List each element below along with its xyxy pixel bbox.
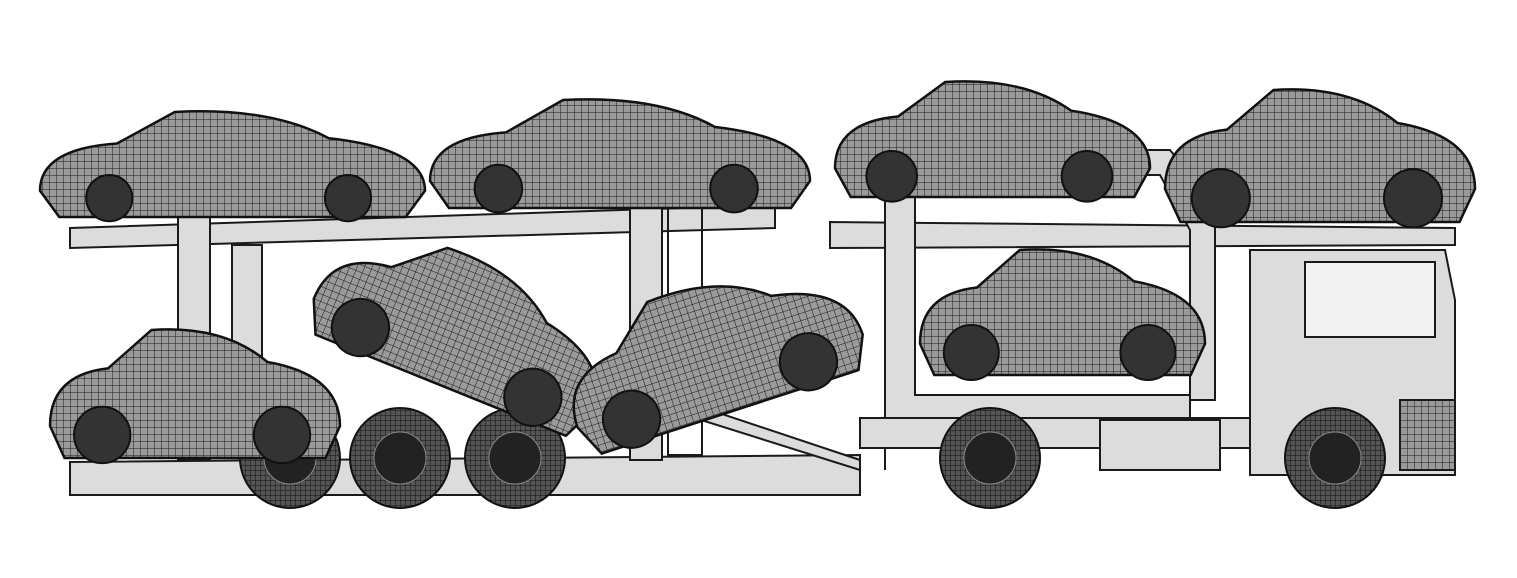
car [572,285,864,455]
car-wheel [323,174,373,223]
cars [38,80,1477,465]
car-wheel [601,389,662,449]
car [918,248,1207,381]
car-wheel [865,150,919,203]
car-wheel [1060,150,1114,203]
car-wheel [330,298,391,358]
wheel-hub [373,431,427,485]
car [428,98,812,214]
car-wheel [1119,324,1177,381]
wheel-hub [1308,431,1362,485]
car-wheel [1190,168,1251,229]
cab-window [1304,261,1436,338]
car-wheel [473,163,524,214]
car-wheel [942,324,1000,381]
car-wheel [709,163,759,214]
cab-grille [1399,399,1456,471]
wheel-hub [963,431,1017,485]
car [38,110,427,223]
car-wheel [252,405,312,465]
car-wheel [85,174,134,223]
fuel-tank [1099,419,1221,471]
car [48,328,342,465]
car-wheel [73,405,132,465]
car-wheel [503,367,563,427]
car-wheel [1382,168,1444,229]
trailer-upper-deck [69,203,776,250]
wheel-hub [488,431,542,485]
truck-upper-deck [829,220,1456,250]
car [833,80,1152,203]
car [1163,88,1477,229]
car-wheel [778,332,839,392]
